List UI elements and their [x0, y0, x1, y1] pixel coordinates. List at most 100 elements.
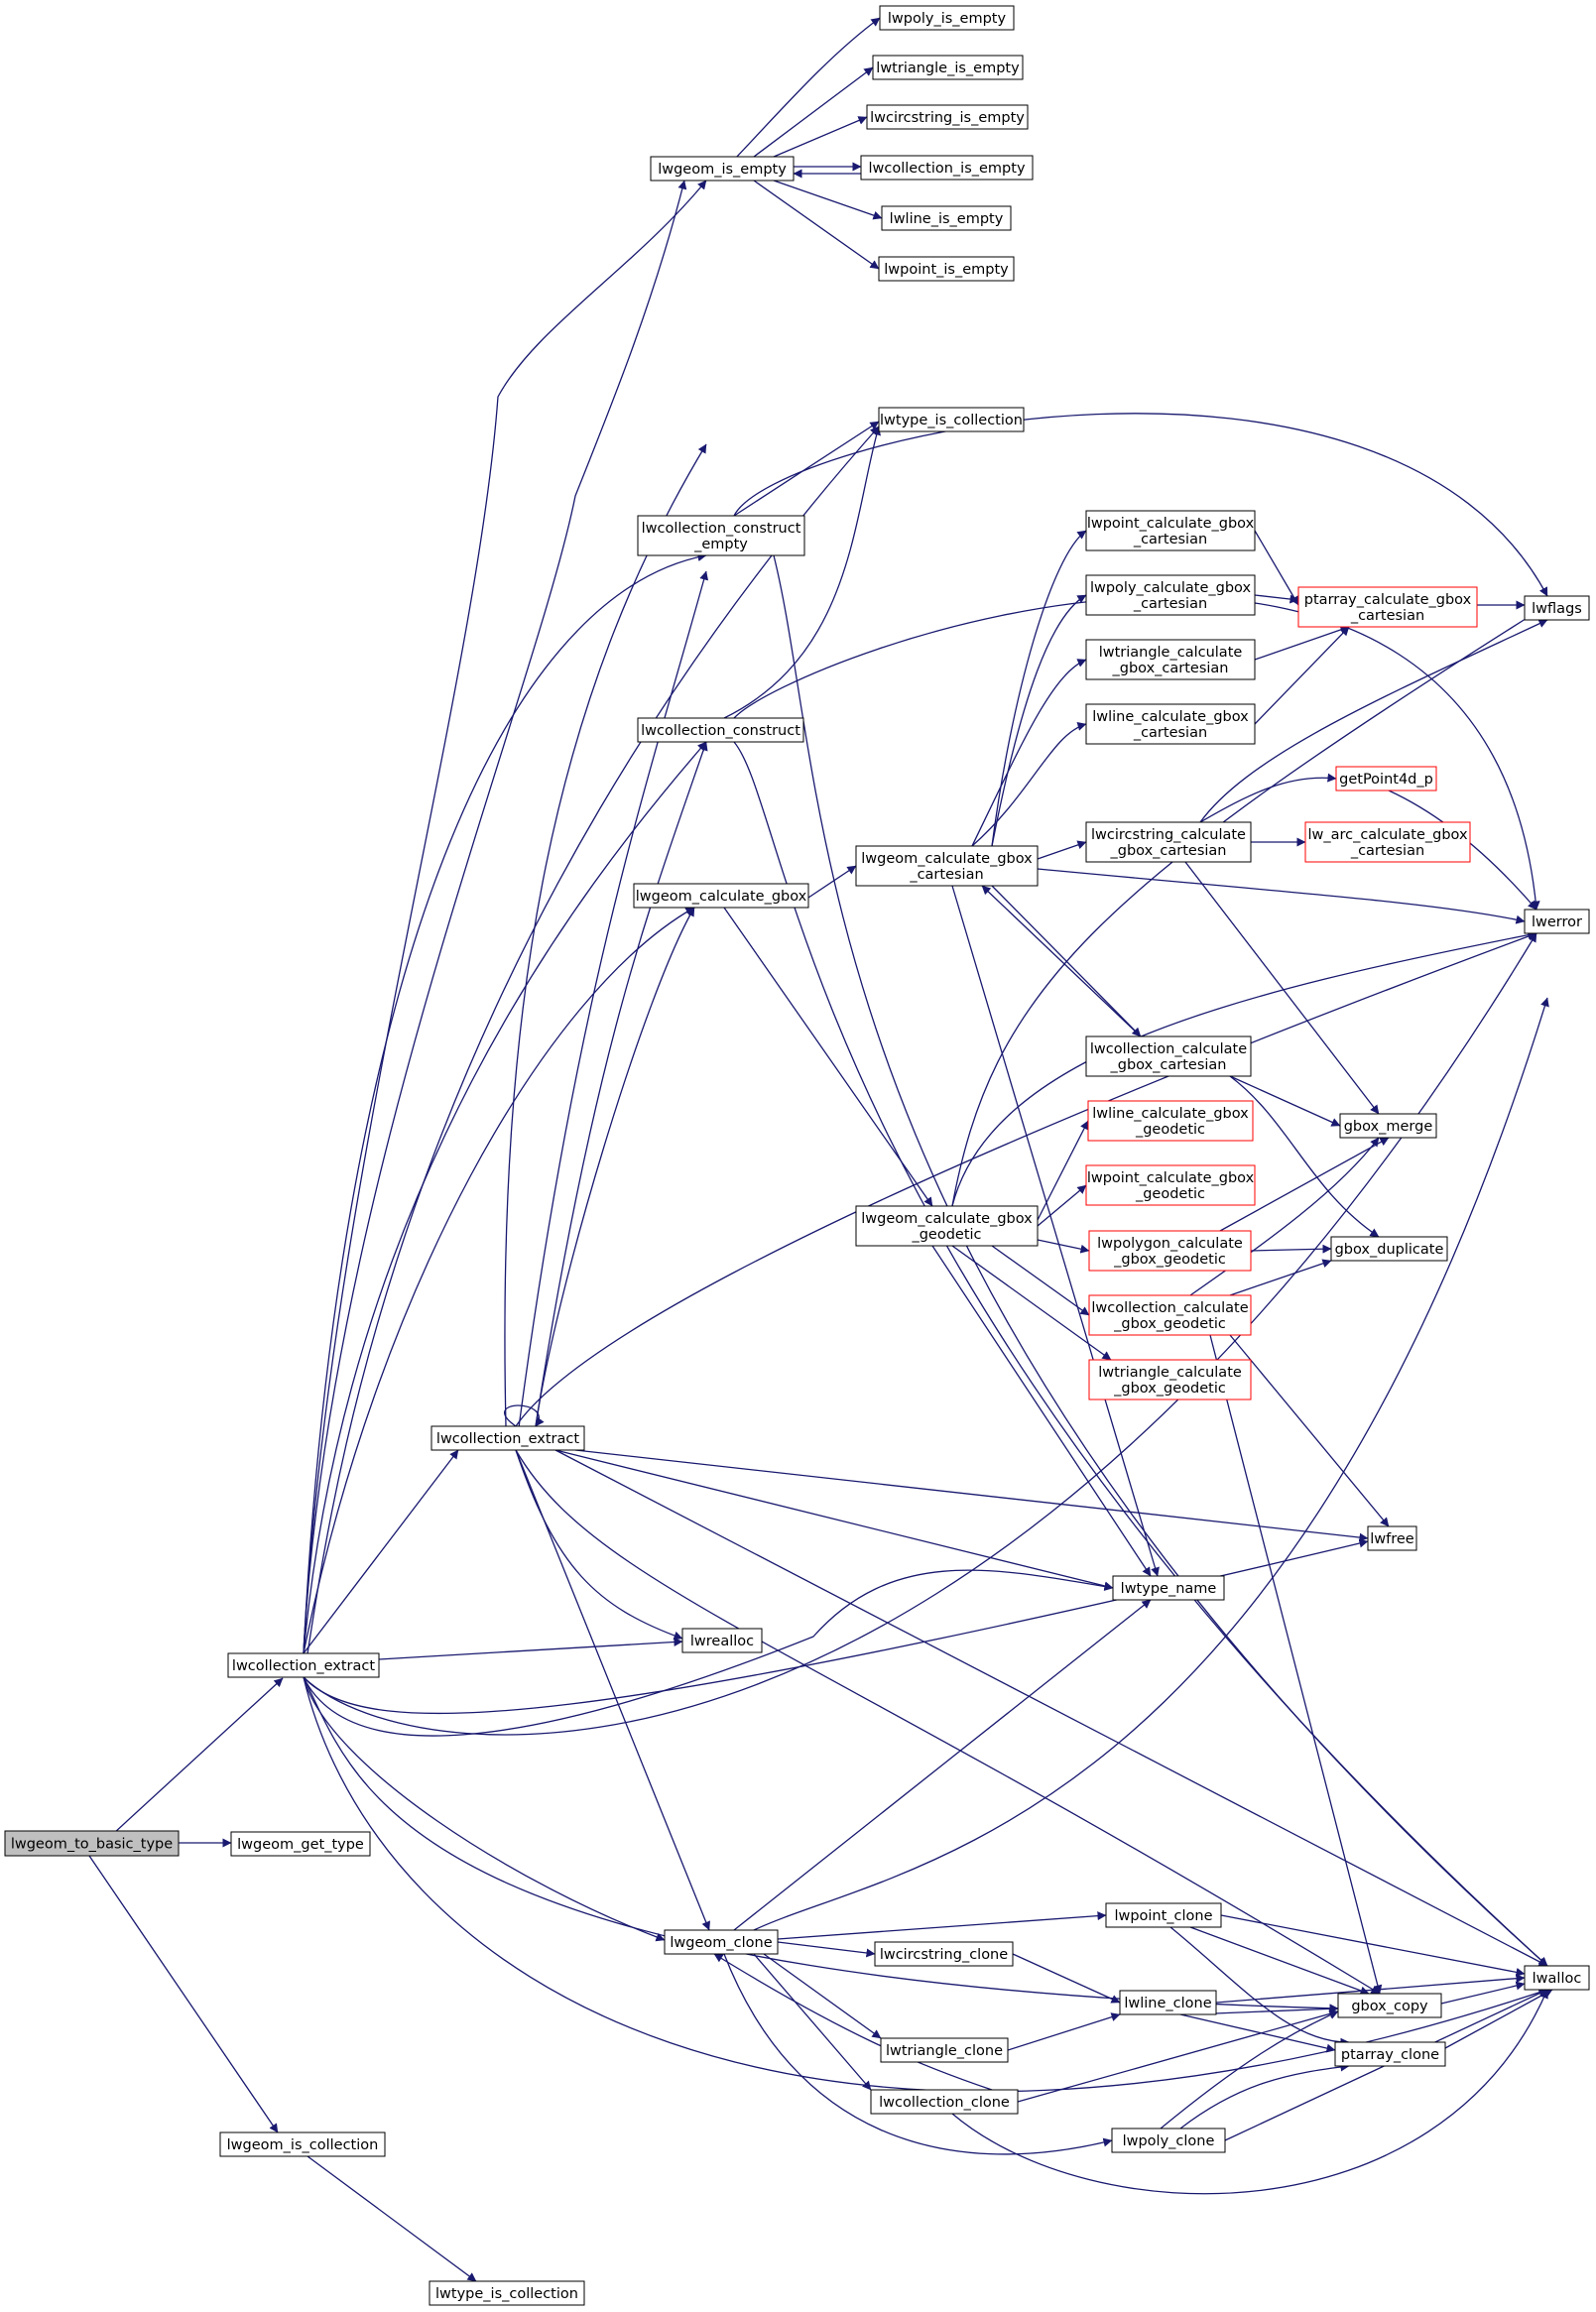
node-typeiscoll[interactable]: lwtype_is_collection	[878, 407, 1025, 432]
node-label: lwflags	[1532, 601, 1582, 617]
call-edge	[303, 180, 707, 1654]
node-triempty[interactable]: lwtriangle_is_empty	[872, 55, 1024, 80]
node-polygeod[interactable]: lwpolygon_calculate_gbox_geodetic	[1088, 1230, 1252, 1272]
call-edge	[733, 421, 880, 517]
node-linecart[interactable]: lwline_calculate_gbox_cartesian	[1085, 703, 1256, 745]
call-edge	[515, 1449, 1381, 1995]
call-edge	[713, 1953, 993, 2091]
node-label: lwpoint_is_empty	[884, 262, 1009, 278]
node-ptgeod[interactable]: lwpoint_calculate_gbox_geodetic	[1085, 1164, 1256, 1206]
node-cx1[interactable]: lwcollection_extract	[227, 1652, 380, 1678]
node-polycart[interactable]: lwpoly_calculate_gbox_cartesian	[1085, 574, 1256, 616]
node-tricart[interactable]: lwtriangle_calculate_gbox_cartesian	[1085, 639, 1256, 680]
node-collempty[interactable]: lwcollection_is_empty	[860, 155, 1034, 181]
node-circclone[interactable]: lwcircstring_clone	[874, 1941, 1014, 1967]
node-ptarrcart[interactable]: ptarray_calculate_gbox_cartesian	[1297, 586, 1478, 628]
call-edge	[991, 1245, 1090, 1316]
node-root[interactable]: lwgeom_to_basic_type	[4, 1830, 180, 1857]
node-box	[1085, 639, 1256, 680]
call-edge	[1440, 1981, 1526, 2005]
node-circempty[interactable]: lwcircstring_is_empty	[866, 104, 1029, 130]
node-linegeod[interactable]: lwline_calculate_gbox_geodetic	[1087, 1100, 1254, 1142]
node-label: lwtriangle_is_empty	[876, 61, 1020, 76]
node-getp4d[interactable]: getPoint4d_p	[1335, 766, 1437, 791]
node-gcart[interactable]: lwgeom_calculate_gbox_cartesian	[855, 845, 1039, 887]
node-label: lwgeom_calculate_gbox	[636, 889, 807, 905]
node-cx2[interactable]: lwcollection_extract	[430, 1425, 585, 1451]
node-polyempty[interactable]: lwpoly_is_empty	[879, 5, 1015, 31]
node-label: lwerror	[1532, 914, 1582, 930]
call-edge	[931, 1245, 1152, 1577]
node-box	[1524, 909, 1590, 934]
node-label: ptarray_clone	[1341, 2047, 1439, 2063]
node-label: gbox_copy	[1351, 1999, 1428, 2014]
node-collclone[interactable]: lwcollection_clone	[870, 2089, 1019, 2115]
node-box	[870, 2089, 1019, 2115]
node-ptarrclone[interactable]: ptarray_clone	[1334, 2041, 1446, 2067]
node-iscoll[interactable]: lwgeom_is_collection	[219, 2131, 386, 2157]
node-gdup[interactable]: gbox_duplicate	[1330, 1236, 1448, 1262]
node-label: lwcollection_extract	[232, 1658, 375, 1674]
node-lwflags[interactable]: lwflags	[1524, 595, 1590, 621]
node-box	[1085, 703, 1256, 745]
node-typeiscoll2[interactable]: lwtype_is_collection	[429, 2280, 585, 2306]
call-edge	[307, 2155, 477, 2282]
node-ptcart[interactable]: lwpoint_calculate_gbox_cartesian	[1085, 510, 1256, 551]
node-ccons[interactable]: lwcollection_construct	[637, 717, 804, 743]
node-ccempty[interactable]: lwcollection_construct_empty	[637, 515, 805, 556]
node-collcart[interactable]: lwcollection_calculate_gbox_cartesian	[1085, 1035, 1252, 1077]
node-lwfree[interactable]: lwfree	[1367, 1525, 1417, 1551]
call-edge	[303, 552, 707, 1654]
node-label: _cartesian	[1133, 532, 1207, 548]
node-lineclone[interactable]: lwline_clone	[1119, 1990, 1217, 2015]
node-label: lwcollection_calculate	[1090, 1041, 1247, 1057]
node-label: _empty	[693, 537, 748, 552]
call-edge	[1229, 1075, 1341, 1127]
node-label: lwpoint_clone	[1114, 1908, 1212, 1924]
call-edge	[1012, 1953, 1121, 2004]
node-lwalloc[interactable]: lwalloc	[1524, 1965, 1590, 1991]
node-triclone[interactable]: lwtriangle_clone	[880, 2037, 1009, 2063]
node-lineempty[interactable]: lwline_is_empty	[881, 205, 1012, 231]
node-box	[1367, 1525, 1417, 1551]
node-label: lwgeom_get_type	[237, 1837, 364, 1853]
node-isempty[interactable]: lwgeom_is_empty	[650, 156, 795, 182]
call-edge	[1160, 2010, 1339, 2129]
call-edge	[515, 1449, 710, 1931]
node-box	[1119, 1990, 1217, 2015]
node-label: lw_arc_calculate_gbox	[1307, 827, 1468, 843]
node-label: lwfree	[1370, 1531, 1414, 1547]
node-calcgbox[interactable]: lwgeom_calculate_gbox	[633, 883, 809, 909]
node-polyclone[interactable]: lwpoly_clone	[1111, 2128, 1226, 2153]
call-edge	[1254, 530, 1299, 606]
node-label: lwcollection_construct	[641, 723, 800, 739]
node-collgeod[interactable]: lwcollection_calculate_gbox_geodetic	[1088, 1294, 1252, 1336]
call-edge	[991, 594, 1087, 847]
node-lwerror[interactable]: lwerror	[1524, 909, 1590, 934]
node-box	[1297, 586, 1478, 628]
node-label: _cartesian	[909, 867, 983, 883]
node-label: _cartesian	[1133, 725, 1207, 741]
node-ptclone[interactable]: lwpoint_clone	[1105, 1902, 1222, 1928]
call-edge	[951, 885, 1160, 1577]
call-edge	[1037, 1120, 1089, 1221]
node-gmerge[interactable]: gbox_merge	[1339, 1113, 1437, 1139]
node-ggeod[interactable]: lwgeom_calculate_gbox_geodetic	[855, 1205, 1039, 1247]
node-trigeod[interactable]: lwtriangle_calculate_gbox_geodetic	[1088, 1359, 1252, 1400]
node-clone[interactable]: lwgeom_clone	[664, 1929, 779, 1955]
call-edge	[1229, 1334, 1390, 1527]
node-typename[interactable]: lwtype_name	[1112, 1575, 1225, 1601]
node-pointempty[interactable]: lwpoint_is_empty	[878, 256, 1015, 282]
call-edge	[1209, 1334, 1383, 1995]
node-gcopy[interactable]: gbox_copy	[1337, 1993, 1442, 2018]
node-realloc[interactable]: lwrealloc	[681, 1628, 763, 1653]
node-circcart[interactable]: lwcircstring_calculate_gbox_cartesian	[1085, 821, 1252, 863]
node-label: _cartesian	[1350, 608, 1424, 624]
call-edge	[303, 1569, 1114, 1737]
node-label: _gbox_geodetic	[1113, 1316, 1226, 1332]
node-gettype[interactable]: lwgeom_get_type	[230, 1831, 371, 1857]
call-edge	[1215, 1974, 1526, 2004]
node-arccart[interactable]: lw_arc_calculate_gbox_cartesian	[1304, 821, 1471, 863]
node-label: _gbox_cartesian	[1110, 843, 1227, 859]
call-edge	[1220, 1914, 1526, 1977]
